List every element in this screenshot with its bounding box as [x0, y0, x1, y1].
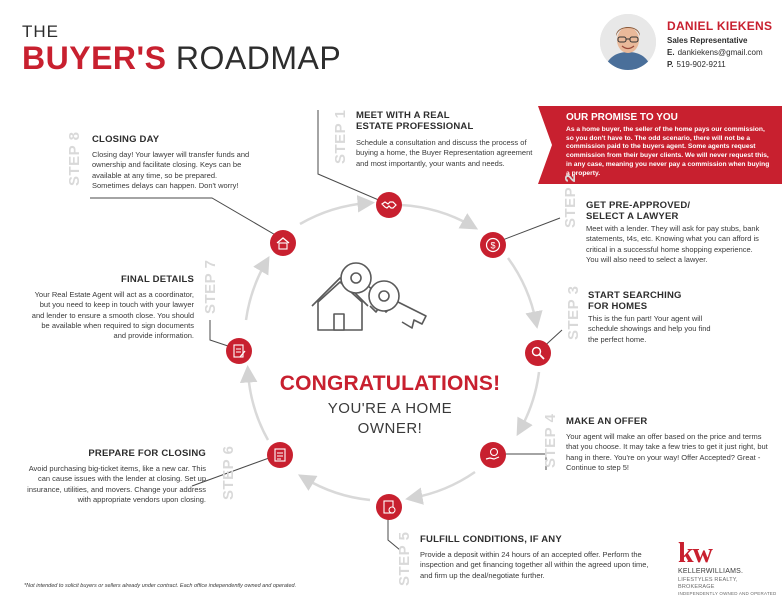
- step-2-body: Meet with a lender. They will ask for pa…: [586, 224, 760, 264]
- kw-brand: KELLERWILLIAMS.: [678, 568, 744, 575]
- step-1-title: MEET WITH A REAL ESTATE PROFESSIONAL: [356, 110, 516, 132]
- step-6-label: STEP 6: [220, 445, 237, 500]
- agent-role: Sales Representative: [667, 36, 748, 45]
- step-7-body: Your Real Estate Agent will act as a coo…: [31, 290, 194, 341]
- step-4-title: MAKE AN OFFER: [566, 416, 648, 427]
- phone-value[interactable]: 519-902-9211: [676, 60, 726, 69]
- kw-logo: kw: [678, 538, 713, 569]
- step-2-label: STEP 2: [562, 173, 579, 228]
- step-2-title: GET PRE-APPROVED/ SELECT A LAWYER: [586, 200, 766, 222]
- step-5-document-check-icon: [376, 494, 402, 520]
- title-prefix: THE: [22, 22, 59, 41]
- house-keys-icon: [311, 262, 427, 331]
- step-1-title-line1: MEET WITH A REAL: [356, 110, 450, 121]
- step-7-label: STEP 7: [202, 259, 219, 314]
- step-6-title: PREPARE FOR CLOSING: [88, 448, 206, 459]
- page-title: BUYER'S ROADMAP: [22, 40, 341, 77]
- home-owner-text: YOU'RE A HOME OWNER!: [300, 399, 480, 439]
- congratulations-heading: CONGRATULATIONS!: [279, 372, 501, 395]
- step-4-body: Your agent will make an offer based on t…: [566, 432, 768, 472]
- kw-sub3: INDEPENDENTLY OWNED AND OPERATED: [678, 591, 777, 596]
- agent-phone[interactable]: P.519-902-9211: [667, 60, 726, 69]
- step-7-title: FINAL DETAILS: [121, 274, 194, 285]
- step-8-title: CLOSING DAY: [92, 134, 160, 145]
- step-4-hand-money-icon: [480, 442, 506, 468]
- step-3-magnifier-icon: [525, 340, 551, 366]
- promise-banner: OUR PROMISE TO YOU As a home buyer, the …: [538, 106, 782, 184]
- promise-body: As a home buyer, the seller of the home …: [566, 126, 770, 177]
- step-2-title-line1: GET PRE-APPROVED/: [586, 200, 691, 211]
- title-rest: ROADMAP: [175, 40, 342, 76]
- disclaimer: *Not intended to solicit buyers or selle…: [24, 583, 297, 589]
- step-1-title-line2: ESTATE PROFESSIONAL: [356, 121, 474, 132]
- owner-line2: OWNER!: [357, 420, 423, 437]
- step-8-house-icon: [270, 230, 296, 256]
- step-8-label: STEP 8: [66, 131, 83, 186]
- step-7-contract-icon: [226, 338, 252, 364]
- roadmap-arrows: [239, 195, 543, 505]
- step-3-title-line2: FOR HOMES: [588, 301, 648, 312]
- step-6-checklist-icon: [267, 442, 293, 468]
- step-3-label: STEP 3: [565, 285, 582, 340]
- step-6-body: Avoid purchasing big-ticket items, like …: [27, 464, 206, 504]
- step-3-body: This is the fun part! Your agent will sc…: [588, 314, 711, 344]
- step-1-handshake-icon: [376, 192, 402, 218]
- promise-title: OUR PROMISE TO YOU: [566, 112, 678, 123]
- step-5-label: STEP 5: [396, 531, 413, 586]
- agent-name: DANIEL KIEKENS: [667, 19, 773, 33]
- step-5-body: Provide a deposit within 24 hours of an …: [420, 550, 649, 580]
- owner-line1: YOU'RE A HOME: [327, 400, 453, 417]
- avatar: [600, 14, 656, 70]
- phone-label: P.: [667, 60, 674, 69]
- kw-sub1: LIFESTYLES REALTY,: [678, 577, 738, 583]
- email-label: E.: [667, 48, 675, 57]
- email-value[interactable]: dankiekens@gmail.com: [677, 48, 763, 57]
- step-1-label: STEP 1: [332, 109, 349, 164]
- step-8-body: Closing day! Your lawyer will transfer f…: [92, 150, 250, 190]
- title-accent: BUYER'S: [22, 40, 167, 76]
- agent-email[interactable]: E.dankiekens@gmail.com: [667, 48, 763, 57]
- svg-text:$: $: [490, 241, 495, 251]
- step-5-title: FULFILL CONDITIONS, IF ANY: [420, 534, 562, 545]
- kw-sub2: BROKERAGE: [678, 584, 715, 590]
- step-3-title-line1: START SEARCHING: [588, 290, 682, 301]
- step-2-title-line2: SELECT A LAWYER: [586, 211, 679, 222]
- step-3-title: START SEARCHING FOR HOMES: [588, 290, 728, 312]
- step-4-label: STEP 4: [542, 413, 559, 468]
- step-1-body: Schedule a consultation and discuss the …: [356, 138, 533, 168]
- step-2-dollar-icon: $: [480, 232, 506, 258]
- agent-photo: [600, 14, 656, 70]
